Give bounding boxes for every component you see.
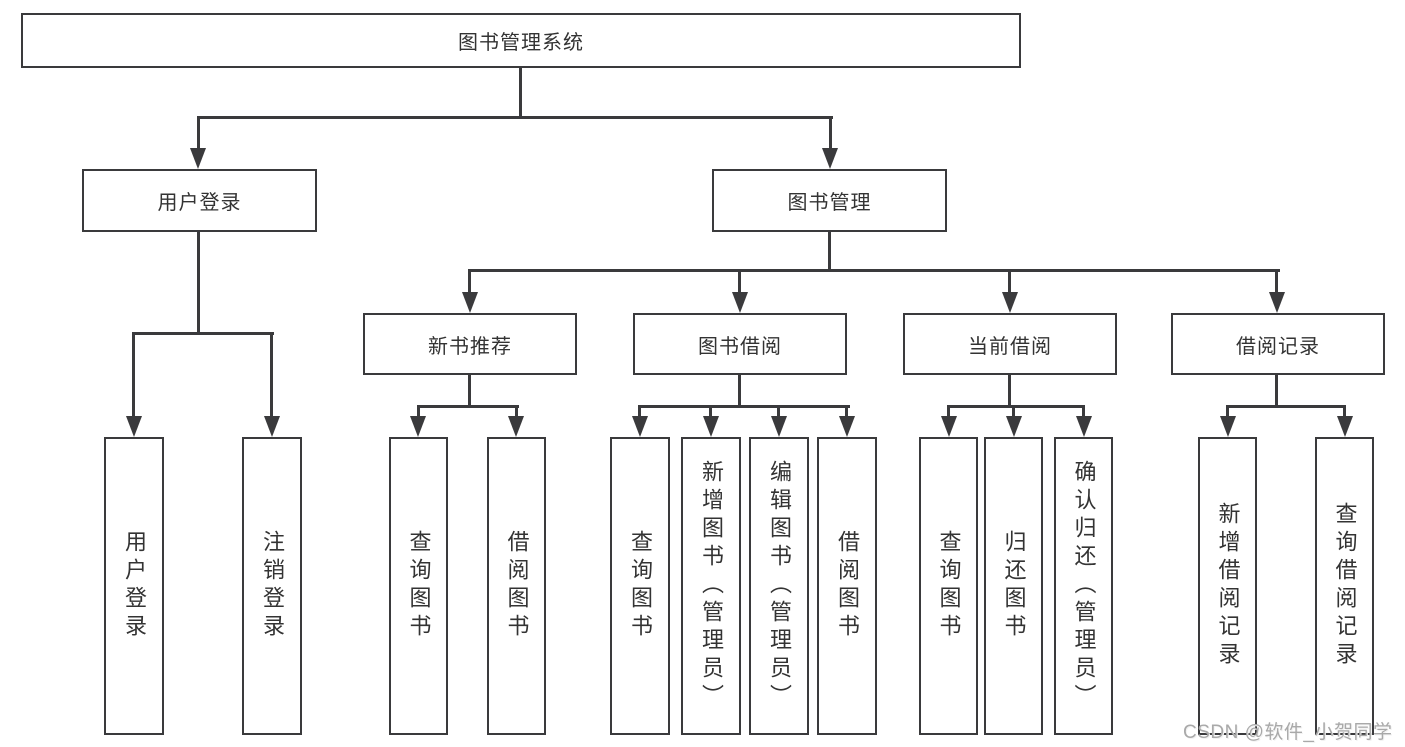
connector-book-mgmt-stem [828, 232, 831, 272]
node-root: 图书管理系统 [21, 13, 1021, 68]
connector-book-borrow-rail [638, 405, 850, 408]
leaf-cb-return-books: 归还图书 [984, 437, 1043, 735]
connector-book-borrow-stem [738, 375, 741, 408]
connector-drop-bb-edit [777, 405, 780, 420]
connector-root-stem [519, 68, 522, 116]
node-borrow-records: 借阅记录 [1171, 313, 1385, 375]
connector-user-login-stem [197, 232, 200, 334]
arrowhead-current-borrow [1002, 292, 1018, 313]
leaf-nb-query-books: 查询图书 [389, 437, 448, 735]
connector-drop-cb-return [1012, 405, 1015, 420]
csdn-watermark: CSDN @软件_小贺同学 [1183, 722, 1393, 743]
leaf-bb-borrow-books-label: 借阅图书 [835, 530, 860, 642]
leaf-br-add-record-label: 新增借阅记录 [1215, 502, 1241, 670]
connector-drop-bb-query [638, 405, 641, 420]
leaf-cb-confirm-return-admin-label: 确认归还（管理员） [1071, 460, 1097, 712]
leaf-bb-add-books-admin: 新增图书（管理员） [681, 437, 741, 735]
leaf-br-query-record-label: 查询借阅记录 [1332, 502, 1358, 670]
arrowhead-new-books [462, 292, 478, 313]
leaf-cb-confirm-return-admin: 确认归还（管理员） [1054, 437, 1113, 735]
node-book-mgmt-label: 图书管理 [787, 192, 872, 214]
leaf-nb-query-books-label: 查询图书 [406, 530, 432, 642]
node-current-borrow: 当前借阅 [903, 313, 1117, 375]
connector-drop-leaf-login [132, 332, 135, 420]
arrowhead-book-borrow [732, 292, 748, 313]
connector-drop-current-borrow [1008, 269, 1011, 295]
leaf-bb-edit-books-admin-label: 编辑图书（管理员） [767, 460, 792, 712]
connector-drop-new-books [468, 269, 471, 295]
node-user-login: 用户登录 [82, 169, 317, 232]
connector-borrow-records-rail [1226, 405, 1346, 408]
arrowhead-bb-borrow [839, 416, 855, 437]
leaf-bb-borrow-books: 借阅图书 [817, 437, 877, 735]
connector-book-mgmt-rail [468, 269, 1280, 272]
connector-drop-cb-query [947, 405, 950, 420]
node-user-login-label: 用户登录 [157, 192, 242, 214]
leaf-cb-query-books-label: 查询图书 [936, 530, 962, 642]
arrowhead-borrow-records [1269, 292, 1285, 313]
leaf-nb-borrow-books-label: 借阅图书 [504, 530, 530, 642]
connector-current-borrow-stem [1008, 375, 1011, 408]
leaf-cb-return-books-label: 归还图书 [1001, 530, 1027, 642]
arrowhead-cb-return [1006, 416, 1022, 437]
arrowhead-br-query [1337, 416, 1353, 437]
leaf-bb-add-books-admin-label: 新增图书（管理员） [699, 460, 724, 712]
connector-drop-cb-confirm [1082, 405, 1085, 420]
leaf-bb-edit-books-admin: 编辑图书（管理员） [749, 437, 809, 735]
leaf-bb-query-books-label: 查询图书 [628, 530, 653, 642]
leaf-user-login: 用户登录 [104, 437, 164, 735]
arrowhead-bb-edit [771, 416, 787, 437]
leaf-br-add-record: 新增借阅记录 [1198, 437, 1257, 735]
arrowhead-leaf-logout [264, 416, 280, 437]
arrowhead-cb-query [941, 416, 957, 437]
leaf-logout: 注销登录 [242, 437, 302, 735]
connector-user-login-rail [132, 332, 274, 335]
node-new-books-label: 新书推荐 [428, 335, 512, 358]
node-book-borrow-label: 图书借阅 [698, 335, 782, 358]
connector-drop-borrow-records [1275, 269, 1278, 295]
connector-drop-book-borrow [738, 269, 741, 295]
leaf-nb-borrow-books: 借阅图书 [487, 437, 546, 735]
arrowhead-br-add [1220, 416, 1236, 437]
connector-drop-bb-borrow [845, 405, 848, 420]
node-book-borrow: 图书借阅 [633, 313, 847, 375]
leaf-cb-query-books: 查询图书 [919, 437, 978, 735]
arrowhead-nb-borrow [508, 416, 524, 437]
connector-new-books-rail [417, 405, 519, 408]
arrowhead-user-login [190, 148, 206, 169]
connector-current-borrow-rail [947, 405, 1085, 408]
connector-new-books-stem [468, 375, 471, 408]
arrowhead-cb-confirm [1076, 416, 1092, 437]
connector-drop-nb-borrow [515, 405, 518, 420]
arrowhead-book-mgmt [822, 148, 838, 169]
leaf-br-query-record: 查询借阅记录 [1315, 437, 1374, 735]
node-book-mgmt: 图书管理 [712, 169, 947, 232]
node-current-borrow-label: 当前借阅 [968, 335, 1052, 358]
connector-drop-br-query [1343, 405, 1346, 420]
leaf-logout-label: 注销登录 [260, 530, 285, 642]
node-borrow-records-label: 借阅记录 [1236, 335, 1320, 358]
node-root-label: 图书管理系统 [458, 32, 584, 54]
connector-drop-book-mgmt [829, 116, 832, 150]
connector-drop-nb-query [417, 405, 420, 420]
arrowhead-nb-query [410, 416, 426, 437]
arrowhead-bb-add [703, 416, 719, 437]
connector-borrow-records-stem [1275, 375, 1278, 408]
connector-root-rail [197, 116, 833, 119]
leaf-bb-query-books: 查询图书 [610, 437, 670, 735]
leaf-user-login-label: 用户登录 [122, 530, 147, 642]
connector-drop-user-login [197, 116, 200, 150]
node-new-books: 新书推荐 [363, 313, 577, 375]
arrowhead-leaf-login [126, 416, 142, 437]
arrowhead-bb-query [632, 416, 648, 437]
connector-drop-bb-add [709, 405, 712, 420]
connector-drop-leaf-logout [270, 332, 273, 420]
connector-drop-br-add [1226, 405, 1229, 420]
